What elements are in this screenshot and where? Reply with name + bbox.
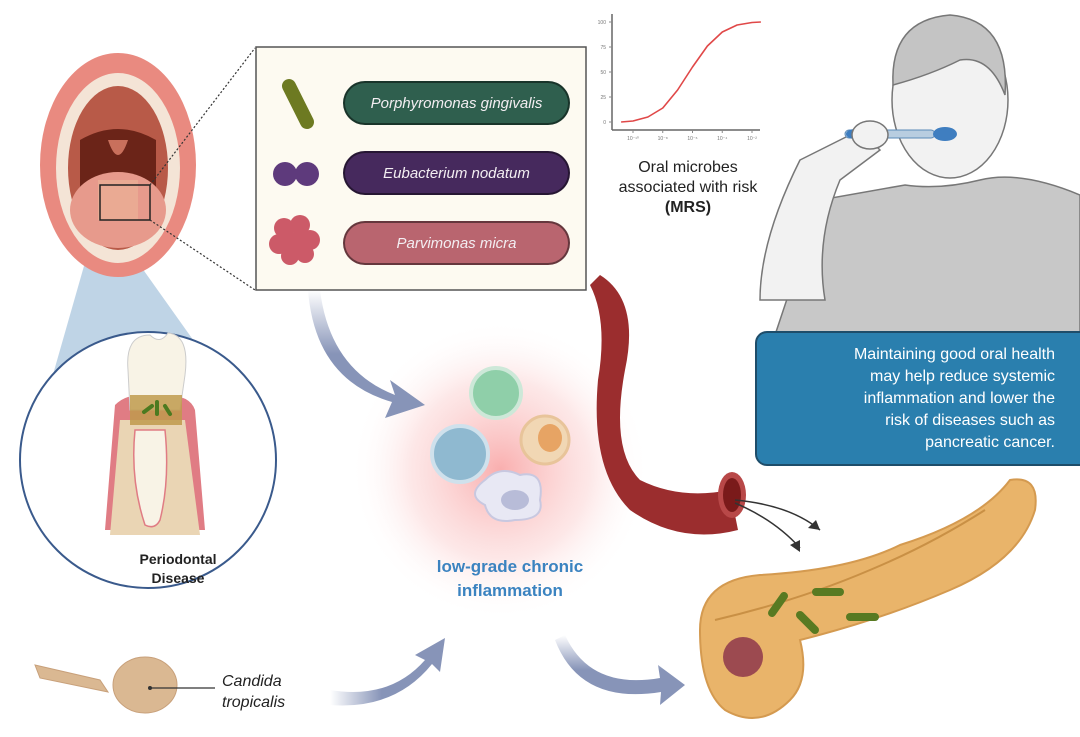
diplococcus-icon bbox=[273, 162, 319, 186]
x-tick-label: 10⁻⁴ bbox=[717, 136, 727, 142]
mrs-title-line1: Oral microbes bbox=[638, 159, 738, 176]
blood-vessel bbox=[590, 275, 738, 535]
info-line: inflammation and lower the bbox=[863, 390, 1055, 407]
x-tick-label: 10⁻⁶ bbox=[687, 136, 697, 142]
arrow-to-pancreas bbox=[555, 635, 685, 705]
arrow-to-inflammation-top bbox=[308, 290, 425, 418]
y-tick-label: 0 bbox=[603, 120, 606, 126]
mrs-chart: 0 25 50 75 100 10⁻¹⁰ 10⁻⁸ 10⁻⁶ 10⁻⁴ 10⁻² bbox=[598, 14, 761, 142]
info-box: Maintaining good oral health may help re… bbox=[755, 331, 1080, 466]
candida-line1: Candida bbox=[222, 673, 282, 690]
arrow-to-inflammation-bottom bbox=[330, 638, 445, 706]
mrs-title-abbr: (MRS) bbox=[664, 199, 712, 216]
zoom-line-top bbox=[149, 47, 256, 186]
info-line: risk of diseases such as bbox=[885, 412, 1055, 429]
inflammation-label: low-grade chronic inflammation bbox=[400, 555, 620, 603]
bacteria-label-porphyromonas: Porphyromonas gingivalis bbox=[343, 81, 570, 125]
diseased-tooth-icon bbox=[105, 332, 205, 535]
inflammation-line1: low-grade chronic bbox=[436, 557, 584, 576]
mrs-title-line2: associated with risk bbox=[618, 179, 758, 196]
flow-arrow-2 bbox=[734, 502, 801, 549]
bacteria-label-parvimonas: Parvimonas micra bbox=[343, 221, 570, 265]
rod-bacterium-icon bbox=[282, 79, 314, 129]
periodontal-disease-label: Periodontal Disease bbox=[108, 550, 248, 588]
pancreas-icon bbox=[698, 478, 1037, 719]
candida-label: Candida tropicalis bbox=[222, 671, 285, 713]
x-tick-label: 10⁻² bbox=[747, 136, 757, 142]
candida-line2: tropicalis bbox=[222, 694, 286, 711]
coccus-cluster-icon bbox=[269, 215, 320, 265]
open-mouth-icon bbox=[40, 53, 196, 277]
inflammation-glow bbox=[350, 320, 650, 620]
x-tick-label: 10⁻⁸ bbox=[658, 136, 668, 142]
flow-arrow-1 bbox=[734, 499, 821, 531]
y-tick-label: 25 bbox=[600, 95, 606, 101]
info-line: may help reduce systemic bbox=[870, 368, 1055, 385]
bacteria-label-eubacterium: Eubacterium nodatum bbox=[343, 151, 570, 195]
person-brushing-teeth-icon bbox=[759, 14, 1080, 336]
zoom-line-bottom bbox=[149, 219, 256, 291]
periodontal-line2: Disease bbox=[151, 570, 205, 586]
immune-cells-icon bbox=[430, 366, 571, 522]
series-line bbox=[621, 21, 761, 123]
periodontal-line1: Periodontal bbox=[139, 551, 217, 567]
y-tick-label: 75 bbox=[600, 45, 606, 51]
inflammation-line2: inflammation bbox=[457, 581, 563, 600]
candida-icon bbox=[34, 656, 215, 714]
info-line: Maintaining good oral health bbox=[853, 346, 1055, 363]
mrs-title: Oral microbes associated with risk (MRS) bbox=[598, 158, 778, 218]
x-tick-label: 10⁻¹⁰ bbox=[627, 136, 639, 142]
info-line: pancreatic cancer. bbox=[925, 434, 1055, 451]
y-tick-label: 100 bbox=[598, 20, 607, 26]
y-tick-label: 50 bbox=[600, 70, 606, 76]
zoom-selection-box bbox=[99, 184, 151, 221]
